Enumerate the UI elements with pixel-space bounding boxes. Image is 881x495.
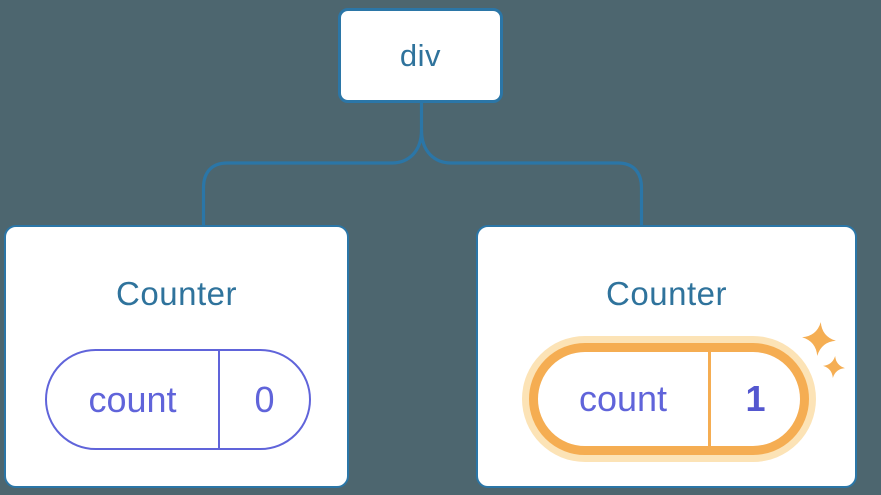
counter-card-right: Counter count 1: [476, 225, 857, 488]
counter-card-left: Counter count 0: [4, 225, 349, 488]
state-key-left: count: [47, 351, 220, 448]
state-value-right: 1: [745, 378, 766, 419]
sparkle-small-icon: [823, 356, 845, 378]
connector-right-branch: [419, 128, 644, 229]
state-value-left: 0: [254, 378, 275, 420]
component-title-right: Counter: [606, 275, 727, 312]
root-node-div: div: [338, 8, 503, 103]
state-pill-right-highlighted: count 1: [529, 343, 809, 455]
sparkles-icon: [802, 322, 845, 378]
component-title-left: Counter: [116, 275, 237, 312]
sparkle-large-icon: [802, 322, 836, 356]
root-node-label: div: [399, 37, 442, 73]
state-key-right: count: [538, 352, 711, 446]
connector-left-branch: [201, 99, 424, 229]
state-pill-left: count 0: [45, 349, 311, 450]
